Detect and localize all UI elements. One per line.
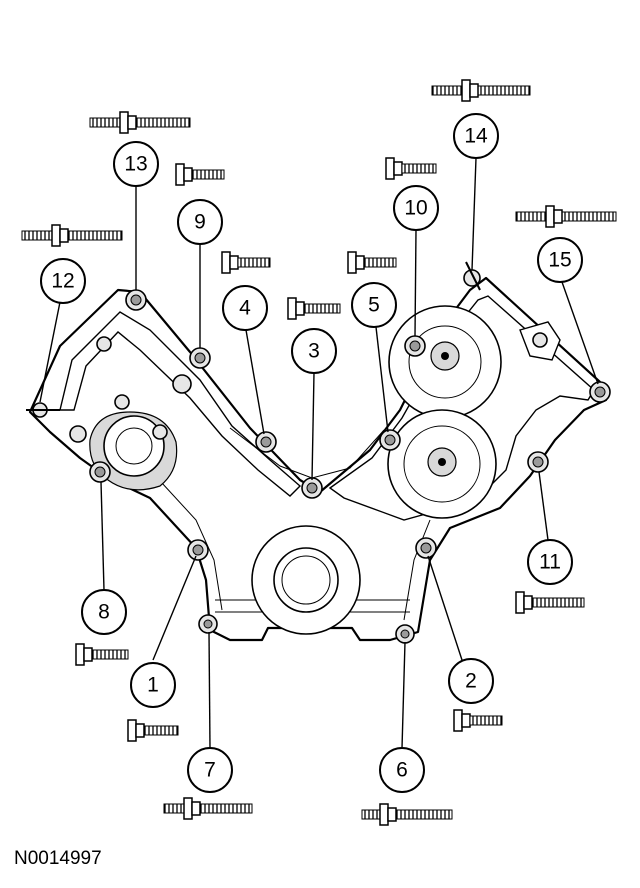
callout-5: 5: [351, 282, 397, 328]
bolt-boss-7: [198, 614, 218, 634]
water-pump-hub: [115, 427, 153, 465]
leader-10: [414, 229, 417, 337]
crankshaft-seal: [273, 547, 339, 613]
bolt-boss-9: [189, 347, 211, 369]
svg-text:1: 1: [147, 674, 159, 697]
leader-15: [561, 281, 599, 385]
leader-1: [152, 555, 197, 661]
svg-text:5: 5: [368, 294, 380, 317]
svg-text:3: 3: [308, 340, 320, 363]
bolt-icon-10: [385, 157, 437, 180]
svg-text:8: 8: [98, 601, 110, 624]
callout-3: 3: [291, 328, 337, 374]
callout-2: 2: [448, 658, 494, 704]
leader-3: [311, 372, 315, 481]
svg-text:9: 9: [194, 211, 206, 234]
bolt-icon-6: [361, 803, 453, 826]
leader-6: [401, 641, 406, 749]
bolt-boss-15: [589, 381, 611, 403]
left-boss-a: [69, 425, 87, 443]
bolt-boss-3: [301, 477, 323, 499]
bolt-icon-11: [515, 591, 585, 614]
right-boss: [532, 332, 548, 348]
bolt-icon-9: [175, 163, 225, 186]
callout-1: 1: [130, 662, 176, 708]
leader-14: [471, 157, 477, 271]
front-cover-illustration: [28, 276, 608, 642]
callout-4: 4: [222, 285, 268, 331]
svg-text:11: 11: [539, 551, 561, 574]
bolt-boss-4: [255, 431, 277, 453]
bolt-icon-2: [453, 709, 503, 732]
bolt-icon-12: [21, 224, 123, 247]
bolt-illustrations: [21, 79, 617, 826]
callout-14: 14: [453, 113, 499, 159]
svg-text:14: 14: [464, 125, 488, 148]
leader-2: [427, 555, 463, 661]
callout-8: 8: [81, 589, 127, 635]
svg-text:2: 2: [465, 670, 477, 693]
left-boss-b: [152, 424, 168, 440]
svg-text:4: 4: [239, 297, 251, 320]
svg-text:13: 13: [124, 153, 147, 176]
figure-id: N0014997: [14, 848, 102, 869]
left-boss-d: [96, 336, 112, 352]
leader-5: [375, 326, 389, 433]
bolt-icon-15: [515, 205, 617, 228]
bolt-boss-1: [187, 539, 209, 561]
svg-text:12: 12: [51, 270, 74, 293]
leader-8: [100, 481, 105, 591]
leader-4: [245, 329, 265, 435]
left-inner-rib: [149, 469, 223, 611]
bolt-icon-1: [127, 719, 179, 742]
leader-12: [39, 301, 61, 403]
bolt-icon-14: [431, 79, 531, 102]
bolt-icon-5: [347, 251, 397, 274]
svg-text:6: 6: [396, 759, 408, 782]
bolt-boss-12: [26, 402, 60, 418]
left-boss-c: [172, 374, 192, 394]
bolt-icon-7: [163, 797, 253, 820]
upper-cam-center: [441, 352, 449, 360]
svg-text:15: 15: [548, 249, 571, 272]
bolt-icon-8: [75, 643, 129, 666]
left-boss-e: [114, 394, 130, 410]
bolt-boss-8: [89, 461, 111, 483]
bolt-boss-11: [527, 451, 549, 473]
bolt-icon-4: [221, 251, 271, 274]
callout-11: 11: [527, 539, 573, 585]
callout-10: 10: [393, 185, 439, 231]
lower-cam-center: [438, 458, 446, 466]
crankshaft-opening: [281, 555, 331, 605]
callout-6: 6: [379, 747, 425, 793]
upper-cam-sprocket-ring: [408, 325, 482, 399]
svg-text:7: 7: [204, 759, 216, 782]
leader-7: [208, 631, 211, 749]
leader-11: [538, 471, 549, 541]
callout-13: 13: [113, 141, 159, 187]
callout-labels: 1 2 3 4 5 6 7 8 9 10 11 12 13 14 15: [40, 113, 583, 793]
svg-text:10: 10: [404, 197, 427, 220]
bolt-icon-13: [89, 111, 191, 134]
lower-cam-sprocket-ring: [403, 425, 481, 503]
water-pump-pulley: [103, 415, 165, 477]
bolt-boss-14: [463, 261, 481, 291]
callout-12: 12: [40, 258, 86, 304]
callout-15: 15: [537, 237, 583, 283]
leader-lines: [39, 157, 599, 749]
callout-7: 7: [187, 747, 233, 793]
callout-9: 9: [177, 199, 223, 245]
bolt-boss-10: [404, 335, 426, 357]
bolt-boss-5: [379, 429, 401, 451]
bolt-boss-13: [125, 289, 147, 311]
bolt-boss-2: [415, 537, 437, 559]
bolt-icon-3: [287, 297, 341, 320]
bolt-boss-6: [395, 624, 415, 644]
